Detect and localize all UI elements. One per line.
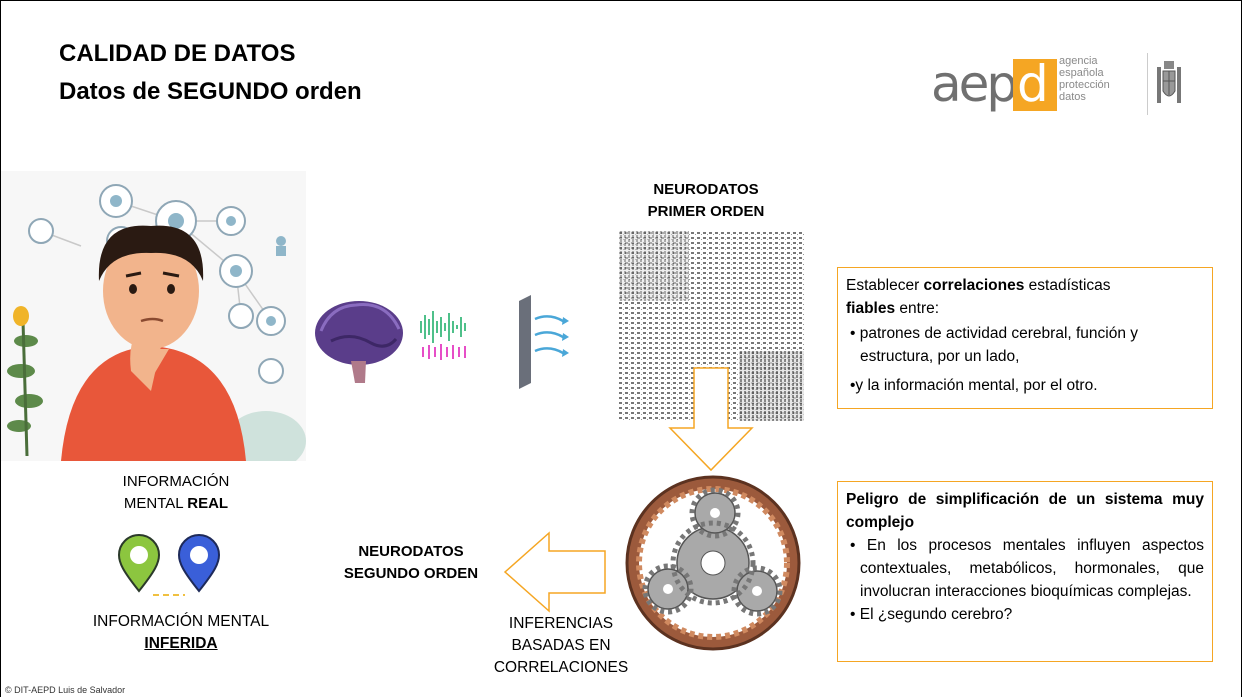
inferences-line-3: CORRELACIONES	[493, 659, 629, 676]
down-arrow	[668, 367, 754, 472]
location-pins-icon	[117, 534, 221, 596]
inferred-bold: INFERIDA	[144, 635, 218, 652]
title-line-1: CALIDAD DE DATOS	[59, 40, 296, 67]
second-order-line-2: SEGUNDO ORDEN	[343, 565, 479, 582]
correlations-intro: Establecer correlaciones estadísticas fi…	[846, 274, 1204, 320]
second-order-label: NEURODATOS SEGUNDO ORDEN	[321, 541, 501, 585]
title-line-2: Datos de SEGUNDO orden	[59, 78, 362, 105]
first-order-line-1: NEURODATOS	[653, 181, 759, 198]
inferences-line-2: BASADAS EN	[511, 637, 611, 654]
second-order-line-1: NEURODATOS	[358, 543, 464, 560]
left-arrow	[503, 531, 606, 613]
logo-wordmark-graphic: aep d	[931, 55, 1057, 113]
aepd-logo: aep d agencia española protección datos	[931, 51, 1181, 151]
danger-bullet: • El ¿segundo cerebro?	[850, 606, 1013, 623]
real-line-2: MENTAL	[123, 495, 188, 512]
correlations-bullet: •y la información mental, por el otro.	[850, 377, 1098, 394]
logo-line: protección	[1059, 79, 1110, 91]
svg-text:d: d	[1017, 55, 1046, 113]
danger-heading: Peligro de simplificación de un sistema …	[846, 491, 1204, 531]
inferred-info-label: INFORMACIÓN MENTAL INFERIDA	[41, 611, 321, 655]
inferred-line-1: INFORMACIÓN MENTAL	[92, 613, 270, 630]
first-order-label: NEURODATOS PRIMER ORDEN	[601, 179, 811, 223]
slide-title: CALIDAD DE DATOS Datos de SEGUNDO orden	[59, 35, 362, 111]
copyright-footer: © DIT-AEPD Luis de Salvador	[5, 685, 126, 695]
intro-text: Establecer	[846, 277, 924, 294]
correlations-box: Establecer correlaciones estadísticas fi…	[837, 267, 1213, 409]
intro-bold-correlaciones: correlaciones	[923, 277, 1025, 294]
brain-signal-illustration	[315, 295, 569, 389]
real-info-label: INFORMACIÓN MENTAL REAL	[61, 471, 291, 515]
danger-bullet: • En los procesos mentales influyen aspe…	[850, 537, 1204, 600]
logo-line: agencia	[1059, 55, 1098, 67]
logo-line: española	[1059, 67, 1104, 79]
inferences-label: INFERENCIAS BASADAS EN CORRELACIONES	[471, 613, 651, 679]
real-bold: REAL	[187, 495, 229, 512]
coat-of-arms-icon	[1157, 61, 1181, 103]
inferences-line-1: INFERENCIAS	[508, 615, 614, 632]
thinking-person-illustration	[1, 171, 306, 461]
svg-text:aep: aep	[931, 55, 1015, 113]
logo-text: agencia española protección datos	[1059, 55, 1110, 103]
logo-wordmark: aep d	[931, 55, 1057, 127]
intro-text: entre:	[895, 300, 940, 317]
first-order-line-2: PRIMER ORDEN	[647, 203, 765, 220]
correlations-bullet: • patrones de actividad cerebral, funció…	[850, 325, 1139, 365]
logo-separator	[1147, 53, 1148, 115]
real-line-1: INFORMACIÓN	[122, 473, 230, 490]
simplification-danger-box: Peligro de simplificación de un sistema …	[837, 481, 1213, 662]
gears-illustration	[625, 475, 801, 651]
intro-bold-fiables: fiables	[846, 300, 896, 317]
intro-text: estadísticas	[1024, 277, 1111, 294]
logo-line: datos	[1059, 91, 1086, 103]
